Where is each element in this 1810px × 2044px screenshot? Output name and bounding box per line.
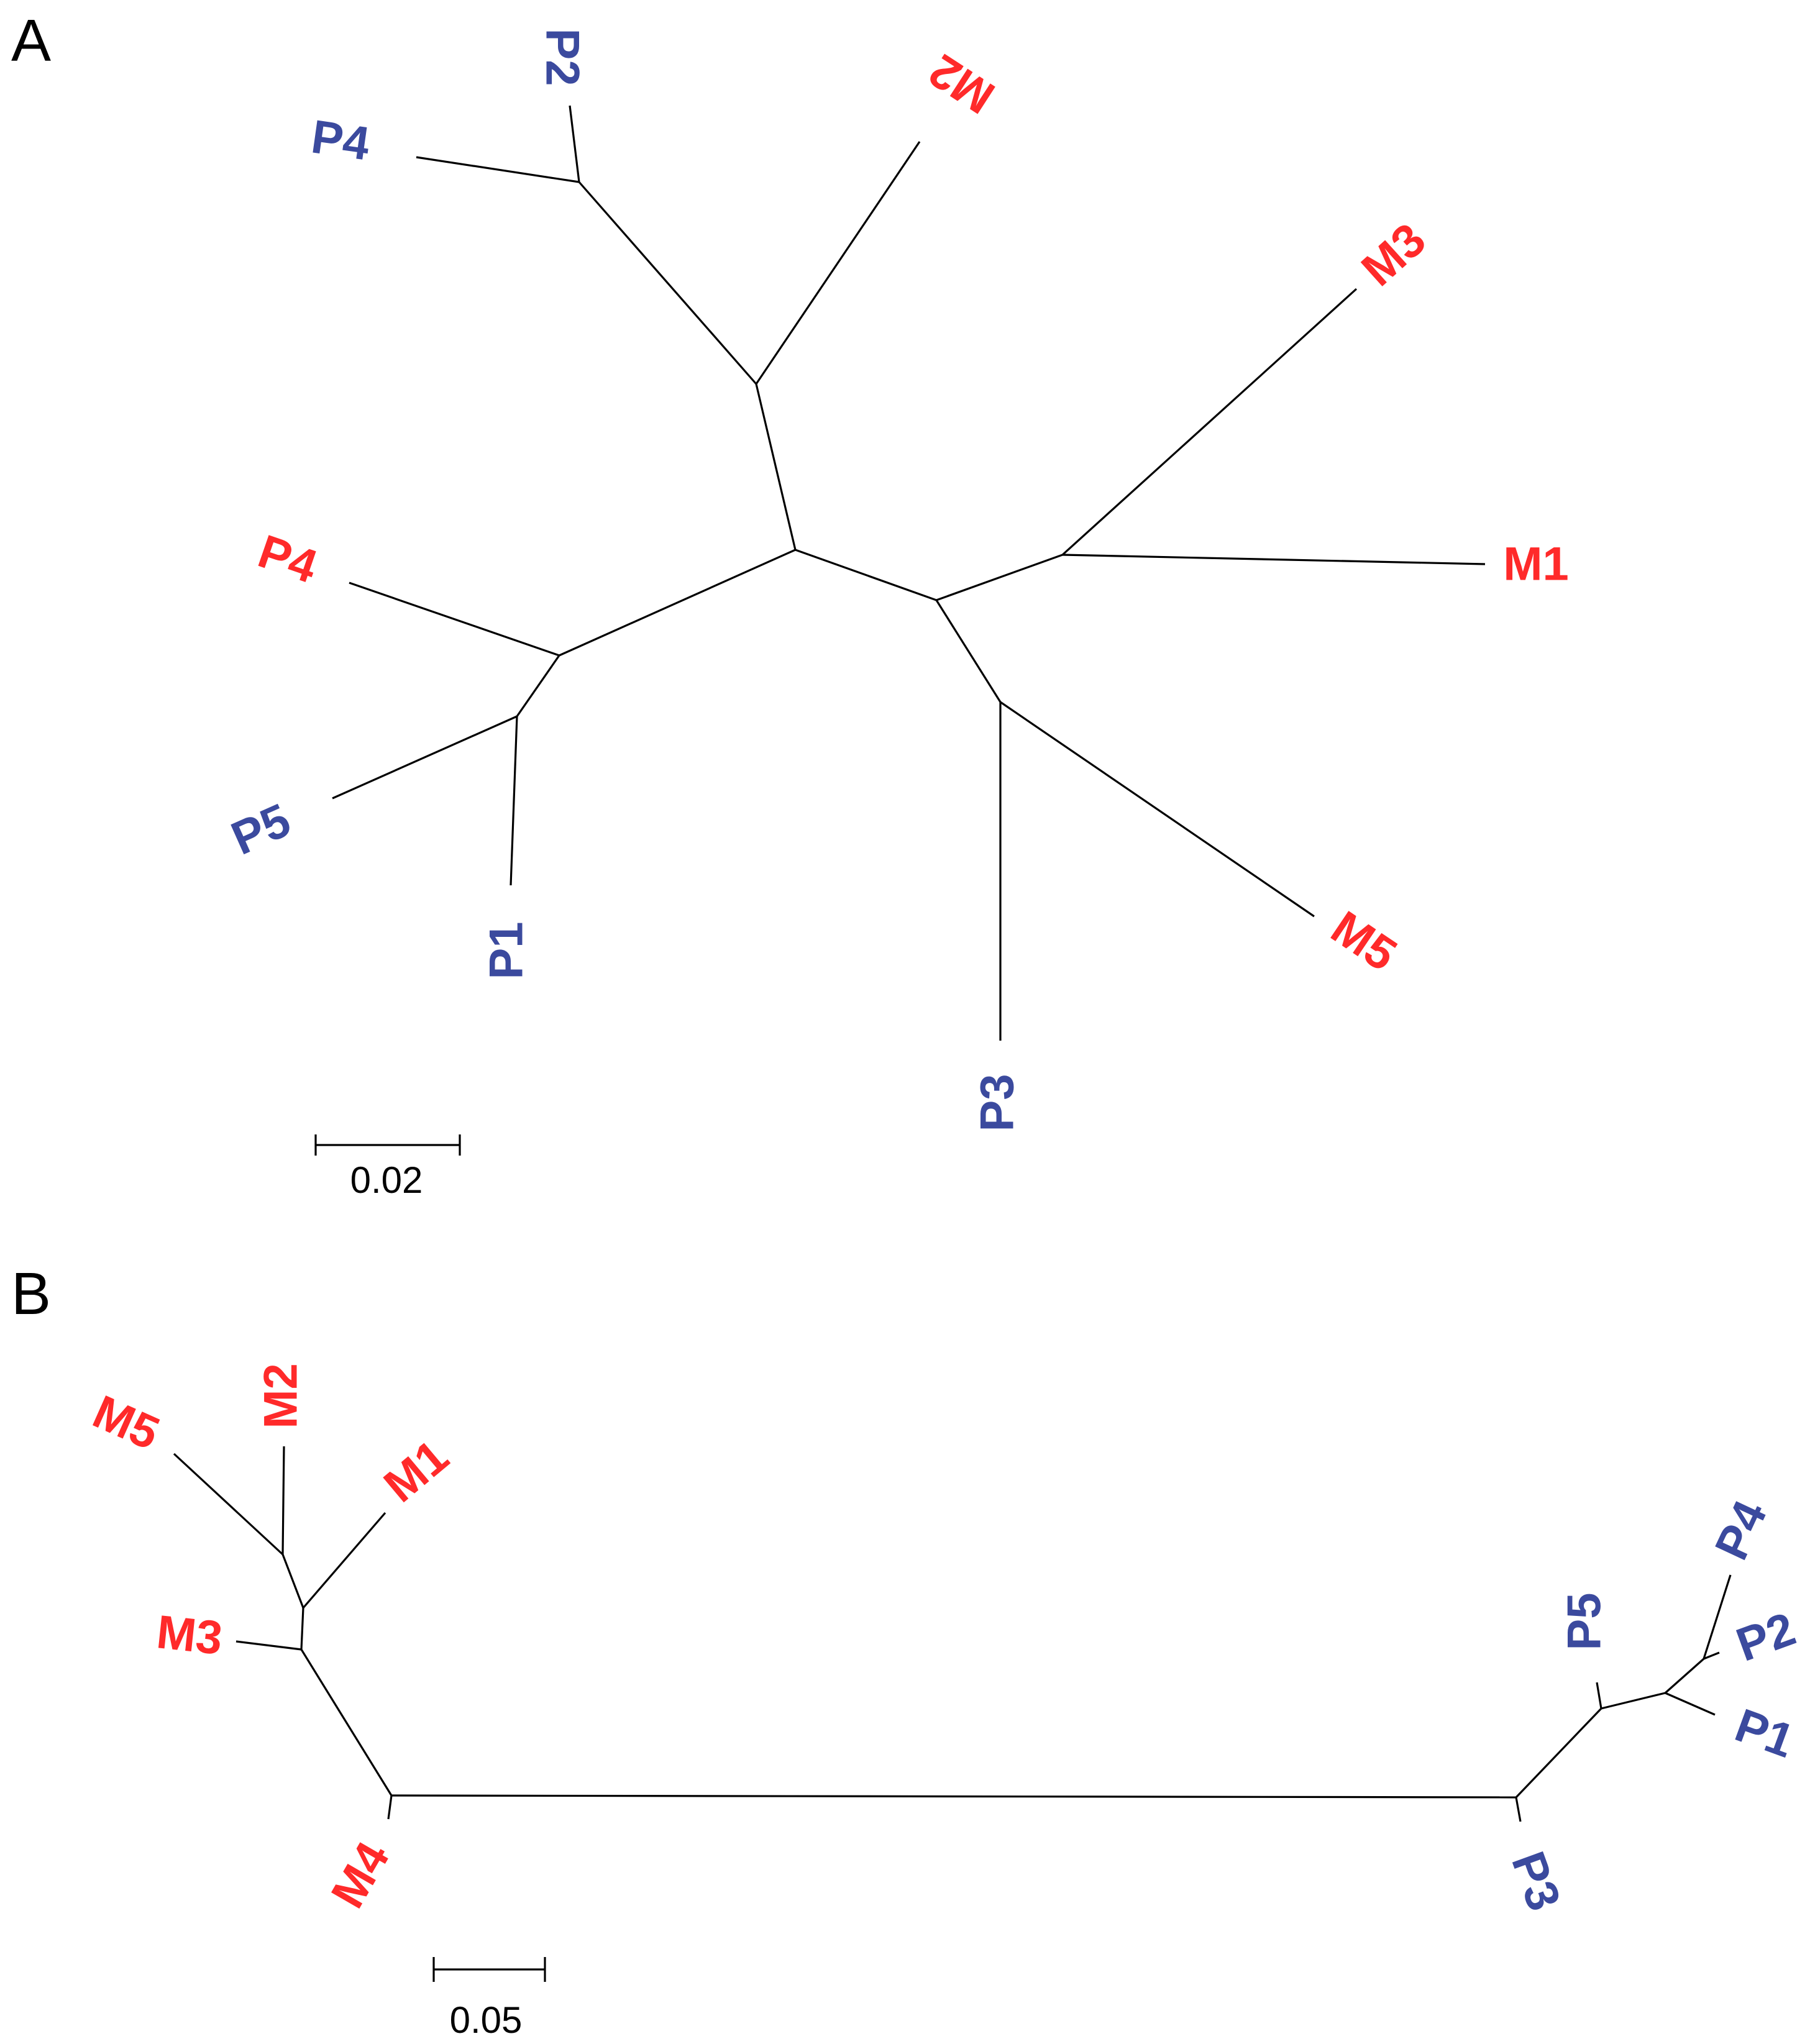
branch-a-center-left <box>559 549 796 657</box>
branch-b-m3 <box>235 1640 302 1651</box>
panel-b-branches <box>173 1446 1732 1822</box>
tip-label-b-m4: M4 <box>321 1833 400 1917</box>
branch-b-m1node-m2node <box>281 1554 304 1608</box>
tip-label-a-p1: P1 <box>480 922 533 980</box>
branch-a-center-up <box>755 383 797 550</box>
branch-a-mnode-m3 <box>1061 288 1358 556</box>
panel-b-label: B <box>11 1261 51 1327</box>
panel-a: A P2 P4 M2 M3 M1 P4 P5 <box>11 7 1569 1201</box>
tip-label-b-p2: P2 <box>1730 1602 1802 1672</box>
tip-label-a-p2: P2 <box>536 29 589 86</box>
branch-a-node2-p5 <box>332 715 518 800</box>
panel-b: B M5 M2 M1 M3 M4 P5 P4 <box>11 1261 1802 2041</box>
tip-label-b-p5: P5 <box>1558 1593 1611 1651</box>
branch-b-p5 <box>1596 1682 1602 1709</box>
branch-b-p3 <box>1515 1797 1522 1822</box>
branch-a-up-m2 <box>755 141 921 385</box>
branch-b-p2 <box>1703 1651 1720 1660</box>
scale-label-b: 0.05 <box>450 1999 523 2041</box>
branch-a-left-p4 <box>349 582 560 657</box>
tip-label-a-p5: P5 <box>224 793 298 865</box>
branch-b-m4 <box>387 1795 393 1820</box>
branch-a-right-mnode <box>936 554 1063 601</box>
panel-a-tip-labels: P2 P4 M2 M3 M1 P4 P5 P1 P3 M5 <box>224 29 1569 1132</box>
branch-b-p4 <box>1703 1574 1732 1659</box>
tip-label-b-m1: M1 <box>374 1430 459 1513</box>
branch-b-m1 <box>302 1512 386 1609</box>
tip-label-a-m1: M1 <box>1503 538 1569 591</box>
branch-b-m3node-m1node <box>300 1607 304 1650</box>
panel-a-label: A <box>11 7 51 74</box>
tip-label-a-p3: P3 <box>971 1074 1024 1132</box>
branch-b-p1node-p2node <box>1664 1658 1705 1694</box>
tip-label-b-p3: P3 <box>1501 1845 1571 1917</box>
tip-label-a-m2: M2 <box>920 44 1004 124</box>
branch-a-left-node2 <box>516 655 560 717</box>
tip-label-a-m5: M5 <box>1322 901 1405 982</box>
branch-a-pnode-p2 <box>569 105 580 183</box>
branch-b-m4-m3node <box>300 1649 393 1796</box>
branch-a-node3-m5 <box>1000 701 1315 918</box>
tip-label-b-p4: P4 <box>1705 1493 1777 1567</box>
scale-label-a: 0.02 <box>350 1159 423 1201</box>
branch-b-p3-p5node <box>1515 1707 1602 1799</box>
tip-label-b-m2: M2 <box>255 1363 308 1429</box>
branch-a-up-pnode <box>578 181 757 385</box>
branch-a-pnode-p4 <box>416 156 580 183</box>
branch-b-m5 <box>173 1453 284 1556</box>
branch-b-p1 <box>1665 1692 1716 1716</box>
scale-bar-b: 0.05 <box>432 1957 546 2041</box>
panel-a-branches <box>332 105 1486 1041</box>
branch-a-node2-p1 <box>510 716 518 886</box>
tip-label-b-p1: P1 <box>1729 1699 1801 1768</box>
scale-bar-a: 0.02 <box>314 1134 461 1201</box>
branch-a-mnode-m1 <box>1062 554 1486 565</box>
branch-a-center-right <box>795 549 937 601</box>
tip-label-b-m5: M5 <box>85 1385 167 1461</box>
tip-label-a-p4-red: P4 <box>252 525 324 594</box>
tip-label-b-m3: M3 <box>154 1605 225 1665</box>
branch-a-right-node3 <box>935 600 1002 703</box>
tip-label-a-p4-blue: P4 <box>308 110 373 170</box>
branch-b-long-internal <box>391 1794 1517 1799</box>
tip-label-a-m3: M3 <box>1351 213 1435 296</box>
branch-b-p5node-p1node <box>1601 1692 1666 1710</box>
panel-b-tip-labels: M5 M2 M1 M3 M4 P5 P4 P2 P1 P3 <box>85 1363 1802 1917</box>
branch-b-m2 <box>281 1446 285 1555</box>
